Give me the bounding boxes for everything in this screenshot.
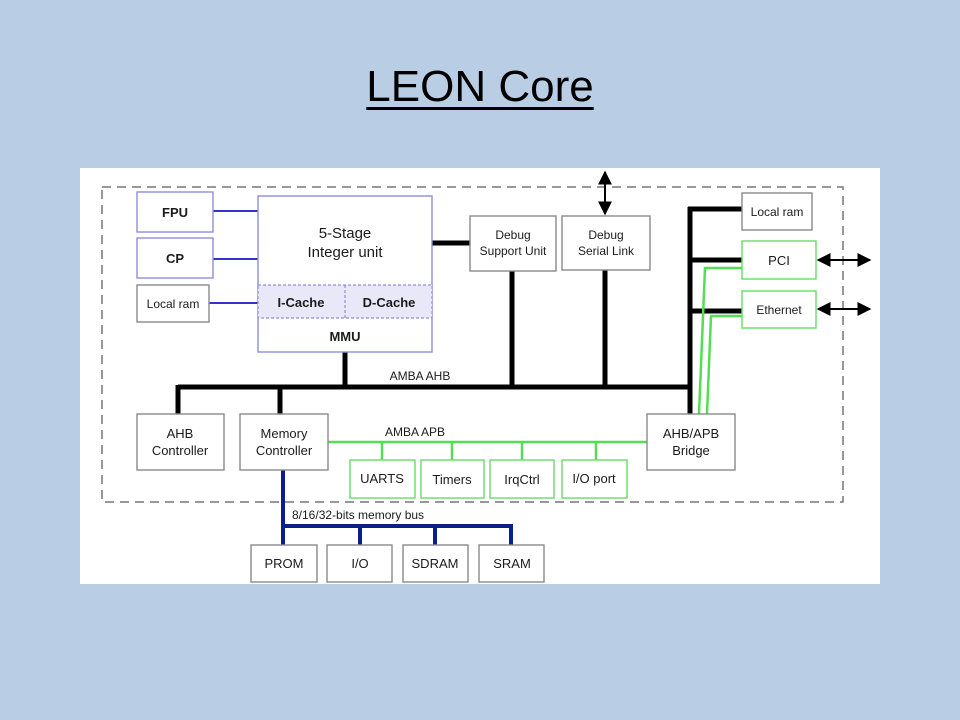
integer-unit-label-1: 5-Stage — [319, 225, 372, 242]
debug-support-label-1: Debug — [495, 228, 530, 242]
timers-label: Timers — [432, 472, 472, 487]
prom-label: PROM — [265, 556, 304, 571]
slide-title: LEON Core — [366, 62, 594, 111]
debug-support-label-2: Support Unit — [480, 244, 547, 258]
memory-controller-label-1: Memory — [261, 426, 308, 441]
cp-block — [136, 237, 214, 279]
pci-label: PCI — [768, 253, 790, 268]
ethernet-block — [741, 290, 817, 329]
io-label: I/O — [351, 556, 368, 571]
amba-apb-label: AMBA APB — [385, 425, 445, 439]
ahb-apb-bridge-label-1: AHB/APB — [663, 426, 719, 441]
cp-label: CP — [166, 251, 184, 266]
memory-bus-label: 8/16/32-bits memory bus — [292, 508, 424, 522]
memory-controller-label-2: Controller — [256, 443, 313, 458]
sram-label: SRAM — [493, 556, 531, 571]
io-port-label: I/O port — [572, 471, 616, 486]
amba-apb-bus — [328, 266, 742, 460]
dcache-label: D-Cache — [363, 295, 416, 310]
ethernet-label: Ethernet — [756, 303, 802, 317]
sram-block — [478, 544, 545, 583]
prom-block — [250, 544, 318, 583]
ahb-controller-block — [136, 413, 225, 471]
ahb-apb-bridge-block — [646, 413, 736, 471]
mmu-label: MMU — [329, 329, 360, 344]
local-ram-left-block — [136, 284, 210, 323]
debug-serial-link-block — [561, 215, 651, 271]
debug-support-unit-block — [469, 215, 557, 272]
amba-ahb-bus — [175, 206, 742, 414]
integer-unit-label-2: Integer unit — [307, 244, 383, 261]
sdram-block — [402, 544, 469, 583]
sdram-label: SDRAM — [412, 556, 459, 571]
cpu-links — [208, 210, 258, 304]
local-ram-right-block — [741, 192, 813, 231]
icache-label: I-Cache — [278, 295, 325, 310]
uarts-block — [349, 459, 416, 499]
io-port-block — [561, 459, 628, 499]
timers-block — [420, 459, 485, 499]
chip-boundary — [101, 186, 844, 503]
irqctrl-label: IrqCtrl — [504, 472, 540, 487]
memory-controller-block — [239, 413, 329, 471]
ahb-controller-label-1: AHB — [167, 426, 194, 441]
pci-block — [741, 240, 817, 280]
irqctrl-block — [489, 459, 555, 499]
debug-serial-label-1: Debug — [588, 228, 623, 242]
ahb-apb-bridge-label-2: Bridge — [672, 443, 710, 458]
ahb-controller-label-2: Controller — [152, 443, 209, 458]
uarts-label: UARTS — [360, 471, 404, 486]
amba-ahb-label: AMBA AHB — [390, 369, 451, 383]
local-ram-right-label: Local ram — [751, 205, 804, 219]
diagram-canvas: FPU CP Local ram 5-Stage Integer unit I-… — [101, 170, 872, 583]
fpu-label: FPU — [162, 205, 188, 220]
leon-block-diagram: FPU CP Local ram 5-Stage Integer unit I-… — [80, 168, 880, 584]
debug-serial-label-2: Serial Link — [578, 244, 635, 258]
fpu-block — [136, 191, 214, 233]
integer-unit-block — [257, 195, 433, 353]
io-block — [326, 544, 393, 583]
local-ram-left-label: Local ram — [147, 297, 200, 311]
